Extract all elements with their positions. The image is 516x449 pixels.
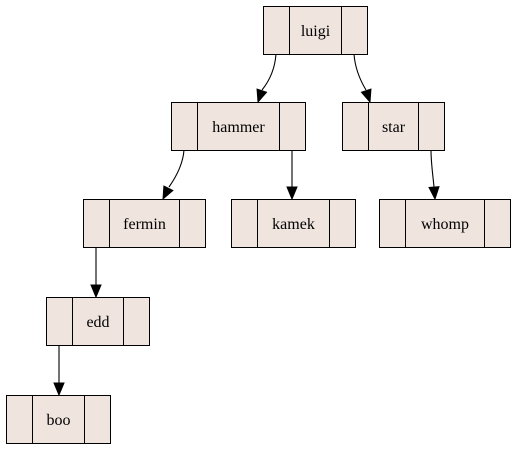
node-label: fermin	[123, 216, 166, 233]
edge-line-luigi-hammer	[261, 53, 277, 91]
arrowhead-luigi-star	[360, 88, 372, 104]
tree-node-whomp: whomp	[379, 199, 511, 248]
node-label: edd	[86, 314, 109, 331]
edge-hammer-fermin	[162, 149, 185, 201]
node-label: boo	[47, 412, 71, 429]
node-box	[379, 199, 511, 248]
node-box	[6, 395, 111, 444]
edge-layer	[53, 53, 440, 397]
edge-line-luigi-star	[353, 53, 367, 91]
tree-node-edd: edd	[46, 297, 150, 346]
edge-line-hammer-fermin	[168, 149, 185, 188]
node-box	[231, 199, 356, 248]
arrowhead-hammer-fermin	[162, 185, 174, 201]
edge-star-whomp	[428, 149, 440, 201]
node-label: hammer	[212, 119, 265, 136]
node-box	[83, 199, 206, 248]
arrowhead-fermin-edd	[90, 284, 102, 299]
node-layer: luigi hammer star fermin kamek whomp edd boo	[6, 6, 511, 444]
tree-node-star: star	[342, 102, 445, 151]
node-label: star	[382, 119, 406, 136]
arrowhead-edd-boo	[53, 382, 65, 397]
node-box	[171, 102, 306, 151]
node-box	[263, 6, 368, 55]
node-box	[342, 102, 445, 151]
edge-fermin-edd	[90, 247, 102, 299]
node-box	[46, 297, 150, 346]
tree-node-hammer: hammer	[171, 102, 306, 151]
arrowhead-luigi-hammer	[256, 88, 268, 104]
edge-hammer-kamek	[286, 150, 298, 201]
arrowhead-star-whomp	[428, 186, 440, 201]
edge-edd-boo	[53, 345, 65, 397]
edge-line-star-whomp	[430, 149, 435, 188]
tree-node-kamek: kamek	[231, 199, 356, 248]
arrowhead-hammer-kamek	[286, 186, 298, 201]
node-label: kamek	[272, 216, 315, 233]
node-label: luigi	[301, 23, 331, 40]
edge-luigi-star	[353, 53, 372, 104]
tree-node-luigi: luigi	[263, 6, 368, 55]
tree-node-boo: boo	[6, 395, 111, 444]
node-label: whomp	[421, 216, 469, 233]
tree-node-fermin: fermin	[83, 199, 206, 248]
edge-luigi-hammer	[256, 53, 277, 104]
